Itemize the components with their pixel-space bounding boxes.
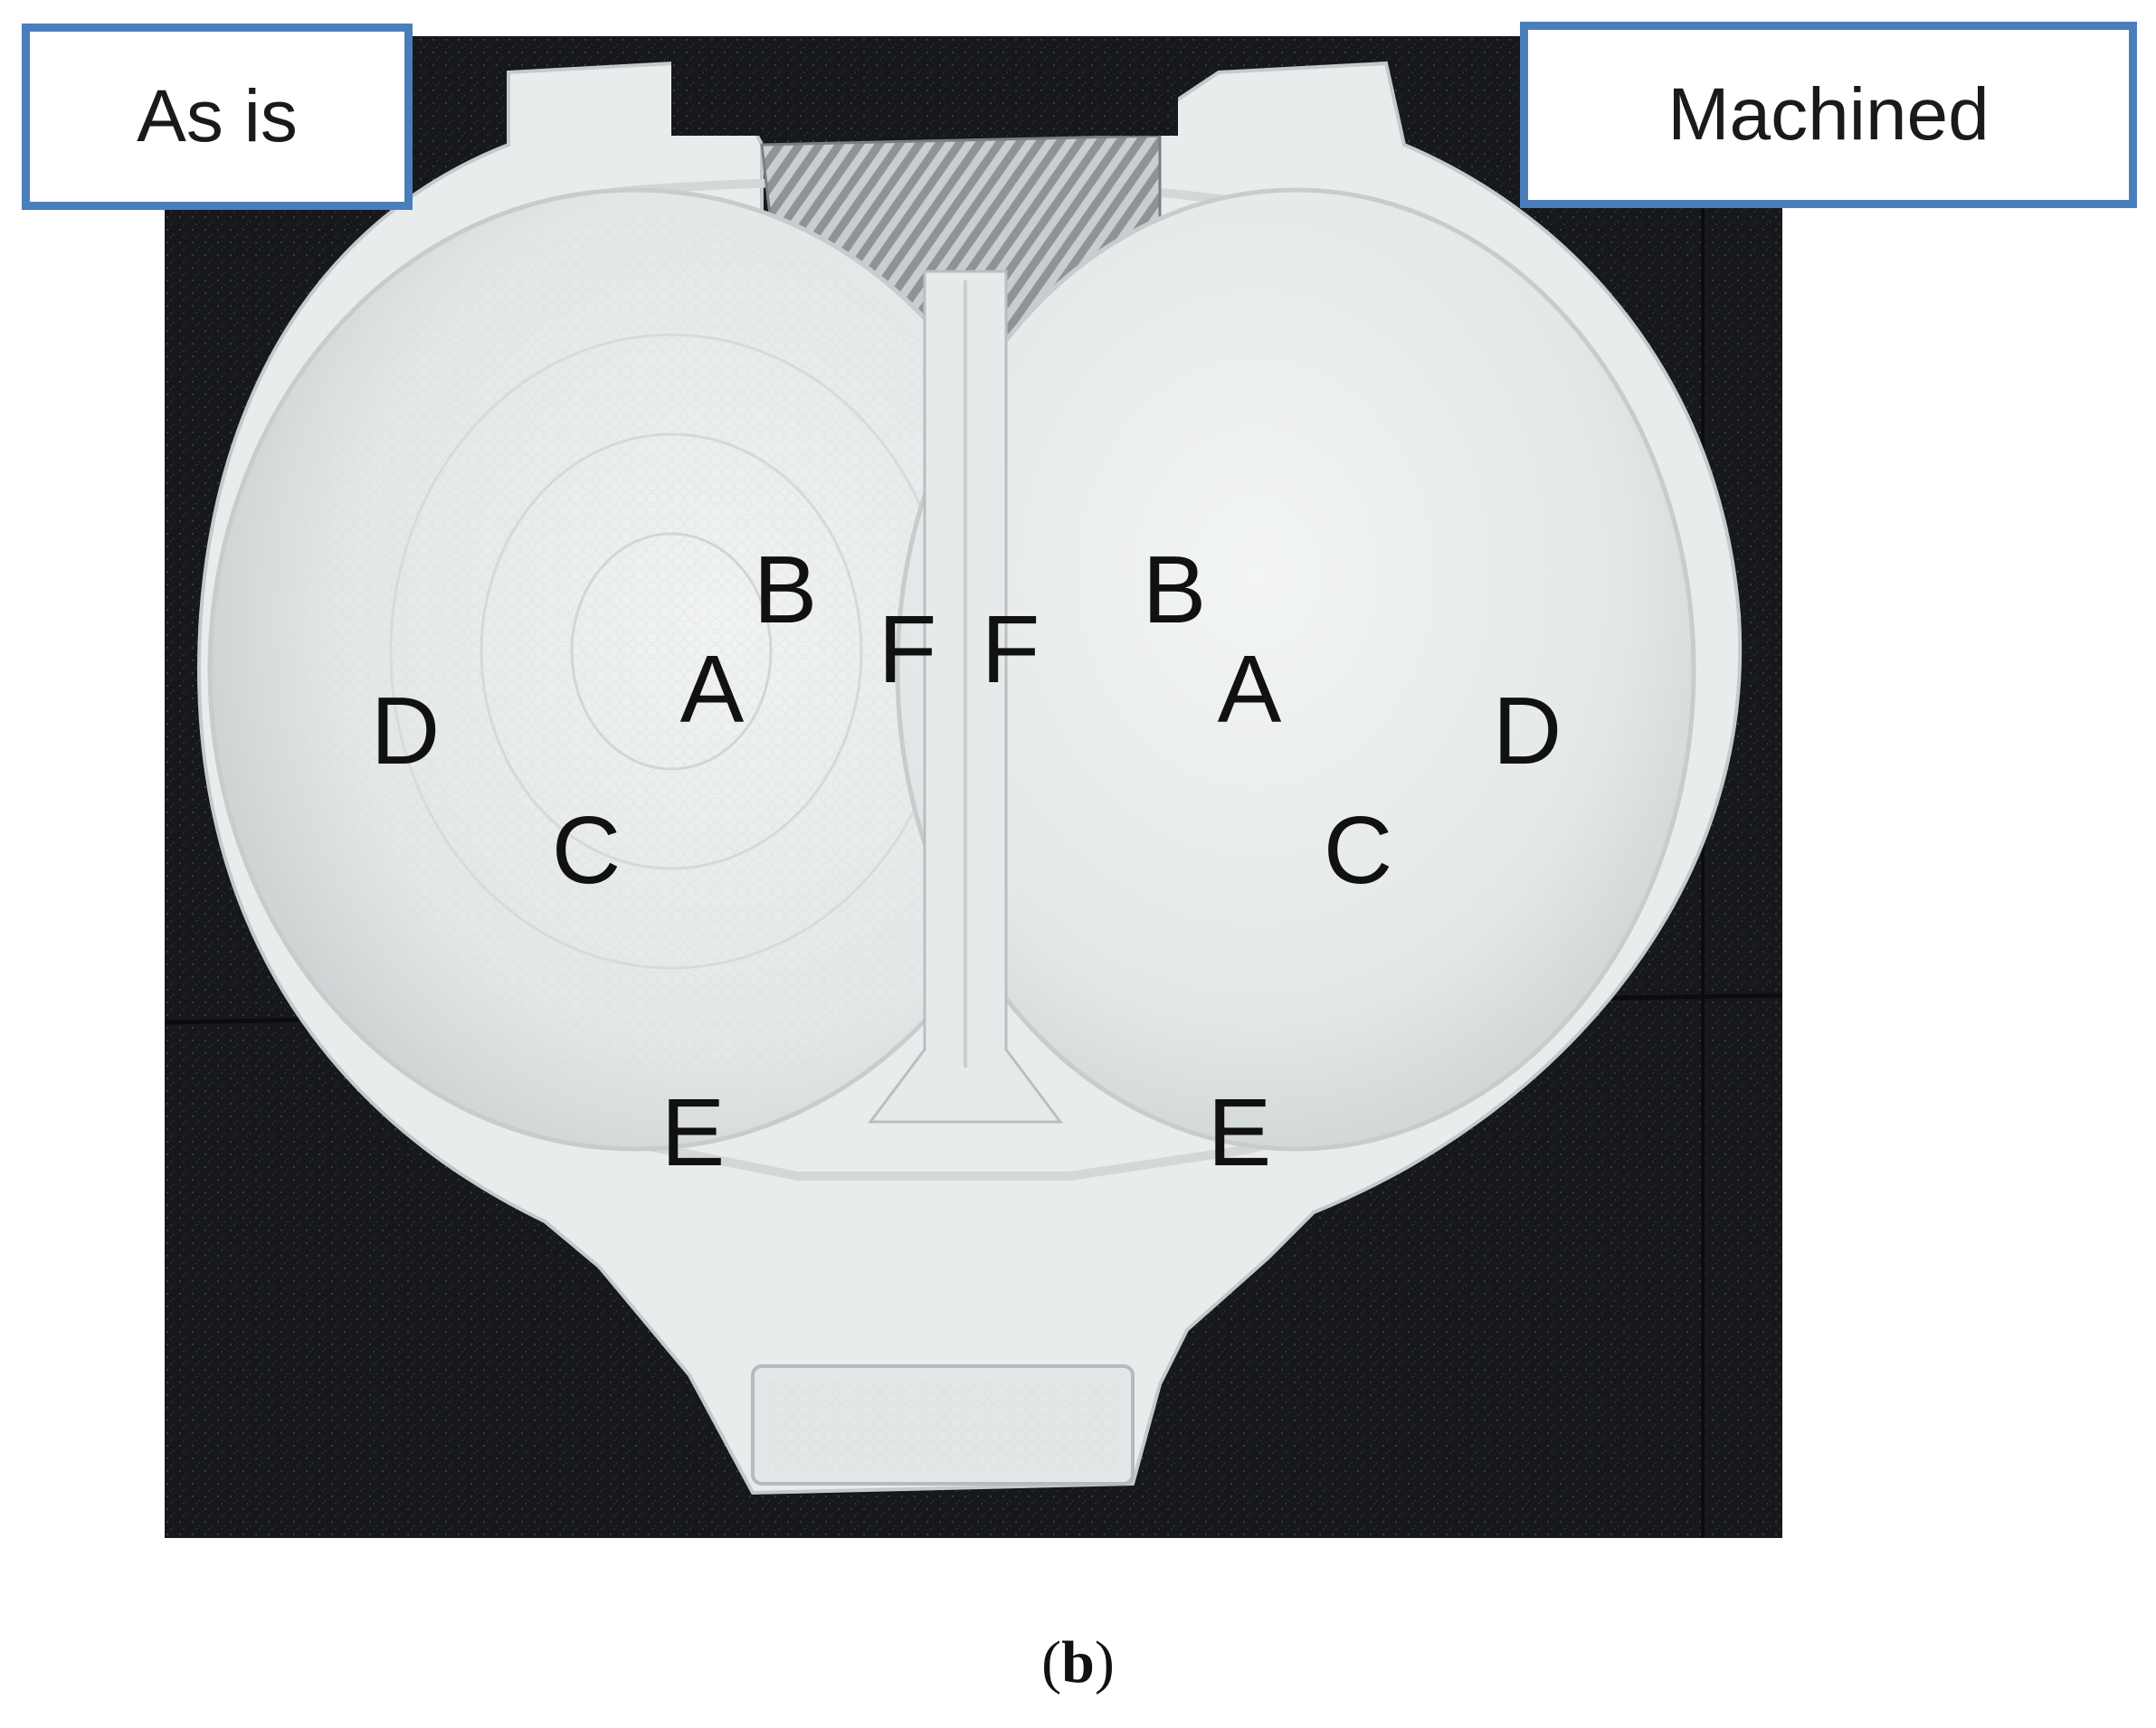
right-region-d: D	[1492, 678, 1562, 784]
machined-label: Machined	[1520, 22, 2137, 208]
left-region-d: D	[370, 678, 441, 784]
right-cup	[895, 187, 1696, 1152]
right-region-e: E	[1207, 1079, 1272, 1186]
left-region-b: B	[753, 536, 818, 643]
right-region-c: C	[1323, 797, 1393, 904]
right-region-f: F	[981, 596, 1040, 703]
left-region-c: C	[551, 797, 622, 904]
caption-open: (	[1041, 1629, 1062, 1695]
caption-label: b	[1061, 1629, 1095, 1695]
caption-close: )	[1094, 1629, 1115, 1695]
printed-part-photo	[165, 36, 1782, 1538]
right-region-a: A	[1217, 636, 1282, 743]
left-region-e: E	[660, 1079, 726, 1186]
figure-caption: (b)	[0, 1628, 2156, 1697]
left-region-a: A	[679, 636, 745, 743]
as-is-label: As is	[22, 24, 413, 210]
right-region-b: B	[1142, 536, 1207, 643]
left-region-f: F	[878, 596, 937, 703]
